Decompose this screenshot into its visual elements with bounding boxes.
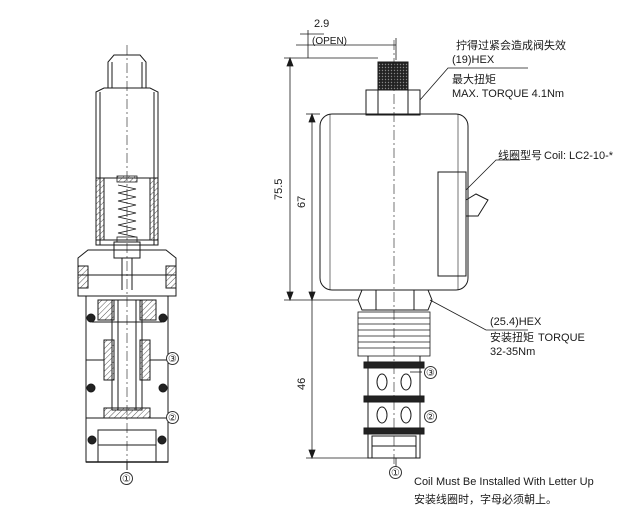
open-stroke-dimension: 2.9 [314,18,330,30]
port-hole [400,373,412,391]
o-ring [157,435,167,445]
port-2-marker-external: ② [424,410,437,423]
external-view [319,40,489,470]
cartridge-length-dimension: 46 [296,377,308,390]
coil-model-cn: 线圈型号 [498,150,542,162]
o-ring [86,313,96,323]
stem-top [107,54,147,88]
o-ring [158,313,168,323]
coil-length-dimension: 67 [296,195,308,208]
port-hole [376,373,388,391]
install-torque-label: TORQUE [538,332,585,344]
coil-connector [437,171,467,277]
hex-25-4 [357,289,433,311]
o-ring [87,435,97,445]
port-1-marker-section: ① [120,472,133,485]
max-torque-value: MAX. TORQUE 4.1Nm [452,88,565,100]
body-flange [77,249,177,297]
max-torque-cn: 最大扭矩 [452,74,496,86]
port-2-marker-section: ② [166,411,179,424]
section-view [77,45,177,470]
hex-nut-19 [365,89,421,116]
coil-model-value: Coil: LC2-10-* [544,150,614,162]
port-3-marker-external: ③ [424,366,437,379]
solenoid-tube [95,87,159,246]
overtighten-warning-cn: 拧得过紧会造成阀失效 [456,40,566,52]
overall-length-dimension: 75.5 [273,178,285,200]
port-hole [400,406,412,424]
install-torque-value: 32-35Nm [490,346,536,358]
installation-note-cn: 安装线圈时，字母必须朝上。 [414,494,557,506]
knurled-knob [377,61,409,91]
dimension-lines [284,30,528,470]
installation-note-en: Coil Must Be Installed With Letter Up [414,476,594,488]
install-torque-cn: 安装扭矩 [490,332,534,344]
open-label: (OPEN) [312,36,347,47]
port-1-marker-external: ① [389,466,402,479]
o-ring [86,383,96,393]
connector-lead [465,193,489,217]
port-3-marker-section: ③ [166,352,179,365]
port-hole [376,406,388,424]
knob-hex-size: (19)HEX [452,54,495,66]
o-ring [158,383,168,393]
body-hex-size: (25.4)HEX [490,316,542,328]
